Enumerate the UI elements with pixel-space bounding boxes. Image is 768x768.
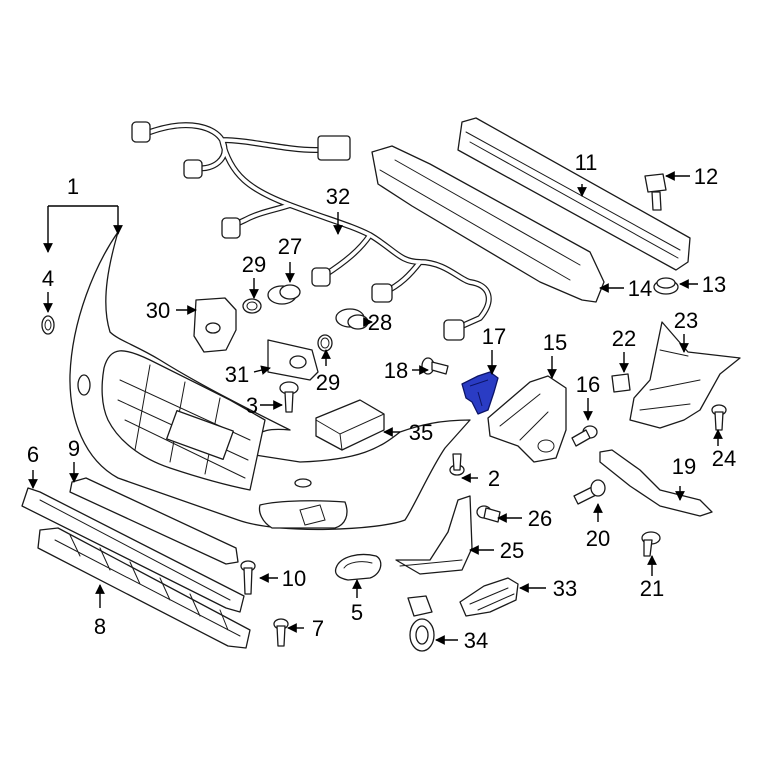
callout-25: 25 bbox=[500, 538, 524, 563]
highlight-shape bbox=[461, 371, 499, 415]
sensor-27 bbox=[267, 284, 301, 305]
callout-1: 1 bbox=[67, 174, 79, 199]
callout-16: 16 bbox=[576, 372, 600, 397]
bolt-16 bbox=[571, 425, 598, 447]
callout-31: 31 bbox=[225, 362, 249, 387]
callout-24: 24 bbox=[712, 446, 736, 471]
callout-7: 7 bbox=[312, 616, 324, 641]
retainer-4 bbox=[41, 315, 55, 335]
callout-30: 30 bbox=[146, 298, 170, 323]
socket-34 bbox=[407, 595, 435, 652]
callout-3: 3 bbox=[246, 393, 258, 418]
callout-12: 12 bbox=[694, 164, 718, 189]
callout-4: 4 bbox=[42, 266, 54, 291]
callout-11: 11 bbox=[575, 150, 598, 175]
callout-13: 13 bbox=[702, 272, 726, 297]
bracket-15 bbox=[487, 375, 567, 463]
callout-33: 33 bbox=[553, 576, 577, 601]
callout-10: 10 bbox=[282, 566, 306, 591]
callout-19: 19 bbox=[672, 454, 696, 479]
panel-25 bbox=[395, 495, 473, 575]
screw-7 bbox=[273, 618, 289, 647]
screw-24 bbox=[711, 404, 727, 431]
lamp-33 bbox=[459, 577, 519, 617]
bumper-cover bbox=[69, 231, 471, 531]
bolt-18 bbox=[421, 357, 449, 375]
callout-20: 20 bbox=[586, 526, 610, 551]
bracket-30 bbox=[193, 297, 237, 353]
callout-6: 6 bbox=[27, 442, 39, 467]
callout-2: 2 bbox=[488, 466, 500, 491]
callout-29-upper: 29 bbox=[242, 252, 266, 277]
screw-21 bbox=[641, 531, 661, 557]
clip-22 bbox=[611, 373, 631, 393]
callout-8: 8 bbox=[94, 614, 106, 639]
callout-15: 15 bbox=[543, 330, 567, 355]
fastener-26 bbox=[476, 505, 501, 523]
lower-grille-8 bbox=[37, 527, 251, 649]
callout-labels: 1 4 6 9 8 11 12 14 13 32 27 29 30 28 29 … bbox=[27, 150, 736, 653]
bracket-23 bbox=[629, 321, 741, 429]
callout-5: 5 bbox=[351, 600, 363, 625]
callout-29-lower: 29 bbox=[316, 370, 340, 395]
energy-absorber bbox=[371, 145, 605, 303]
bracket-17-highlighted bbox=[461, 371, 499, 415]
wiring-harness bbox=[131, 121, 492, 341]
screw-10 bbox=[240, 560, 256, 595]
callout-23: 23 bbox=[674, 308, 698, 333]
callout-21: 21 bbox=[640, 576, 664, 601]
callout-34: 34 bbox=[464, 628, 488, 653]
clip-20 bbox=[573, 479, 606, 505]
grommet-29a bbox=[242, 298, 262, 314]
leader-lines bbox=[28, 171, 723, 645]
sensor-28 bbox=[335, 308, 369, 330]
callout-17: 17 bbox=[482, 324, 506, 349]
callout-9: 9 bbox=[68, 436, 80, 461]
callout-32: 32 bbox=[326, 184, 350, 209]
cap-5 bbox=[334, 553, 382, 581]
molding-9 bbox=[69, 477, 239, 565]
callout-26: 26 bbox=[528, 506, 552, 531]
screw-3 bbox=[279, 381, 299, 413]
callout-35: 35 bbox=[409, 420, 433, 445]
callout-27: 27 bbox=[278, 234, 302, 259]
trim-strip-6 bbox=[21, 487, 245, 613]
sensor-bracket-31 bbox=[267, 339, 319, 381]
callout-28: 28 bbox=[368, 310, 392, 335]
callout-14: 14 bbox=[628, 276, 652, 301]
bolt-12 bbox=[644, 173, 667, 211]
grommet-29b bbox=[317, 334, 333, 352]
impact-bar bbox=[457, 117, 691, 271]
callout-18: 18 bbox=[384, 358, 408, 383]
callout-22: 22 bbox=[612, 326, 636, 351]
control-module-35 bbox=[315, 399, 385, 451]
screw-2 bbox=[449, 453, 465, 476]
nut-13 bbox=[653, 277, 679, 295]
